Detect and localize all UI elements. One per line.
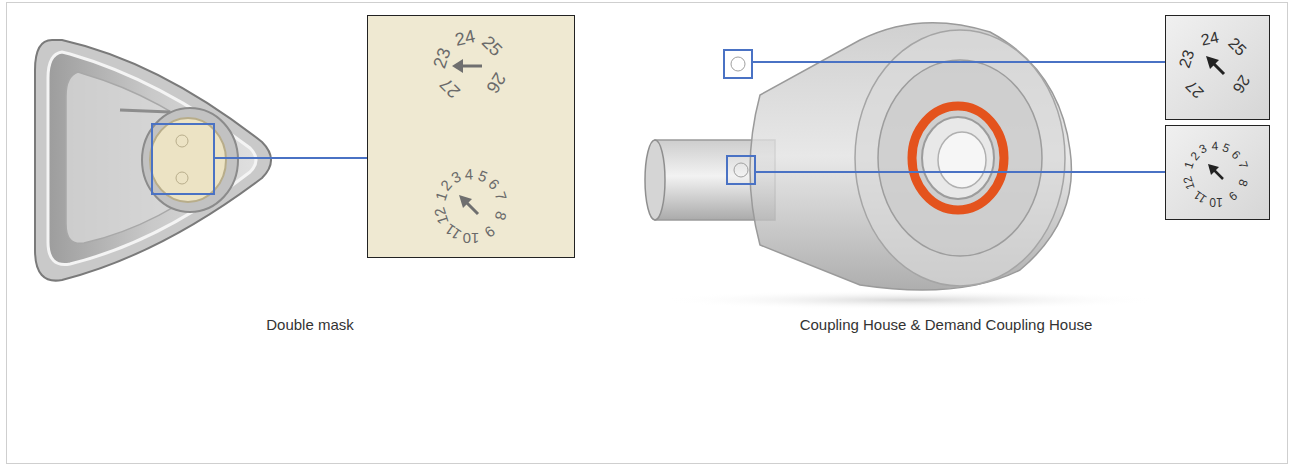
date-number: 9: [482, 223, 498, 240]
date-number: 11: [1191, 188, 1208, 205]
zoom-inset: 2324 25 26 27: [1165, 15, 1270, 120]
date-number: 11: [442, 222, 463, 243]
date-number: 24: [453, 27, 476, 49]
date-number: 5: [1221, 141, 1232, 155]
date-number: 5: [476, 168, 489, 185]
date-number: 9: [1227, 190, 1240, 204]
date-number: 8: [1236, 178, 1249, 188]
date-number: 8: [493, 210, 510, 223]
caption-label: Coupling House & Demand Coupling House: [800, 316, 1093, 333]
date-number: 26: [483, 70, 509, 97]
leader-line: [755, 171, 1165, 173]
date-number: 1: [432, 190, 449, 203]
double-mask: [35, 40, 271, 281]
callout-frame: [727, 156, 755, 184]
date-number: 3: [1198, 142, 1209, 156]
callout-frame: [724, 50, 752, 78]
caption-label: Double mask: [266, 316, 354, 333]
date-number: 12: [1182, 174, 1198, 190]
date-number: 27: [436, 75, 463, 102]
date-arrow: [1206, 56, 1224, 74]
leader-line: [752, 61, 1165, 63]
date-number: 23: [1177, 48, 1198, 70]
date-number: 7: [1236, 160, 1249, 170]
date-number: 25: [479, 32, 506, 59]
date-number: 4: [465, 166, 474, 181]
date-number: 10: [1209, 196, 1222, 208]
date-number: 7: [493, 190, 510, 203]
date-number: 10: [463, 231, 480, 246]
date-number: 12: [431, 206, 450, 227]
date-number: 27: [1183, 77, 1207, 101]
leader-line: [214, 157, 367, 159]
date-number: 6: [1230, 148, 1243, 161]
date-number: 25: [1225, 35, 1249, 59]
callout-frame: [152, 124, 214, 194]
date-number: 23: [431, 45, 454, 70]
figure-frame: [6, 2, 1288, 464]
date-arrow: [459, 195, 478, 214]
zoom-inset: 2324252627123456789101112: [367, 15, 575, 258]
date-number: 26: [1230, 72, 1253, 96]
date-number: 6: [486, 176, 503, 192]
zoom-inset: 123456789101112: [1165, 125, 1270, 220]
date-number: 2: [1188, 150, 1201, 163]
date-arrow: [452, 59, 482, 73]
date-number: 4: [1211, 140, 1218, 152]
date-arrow: [1208, 164, 1223, 179]
date-number: 1: [1183, 160, 1196, 170]
coupling-house: [645, 23, 1160, 310]
date-number: 24: [1199, 29, 1220, 48]
